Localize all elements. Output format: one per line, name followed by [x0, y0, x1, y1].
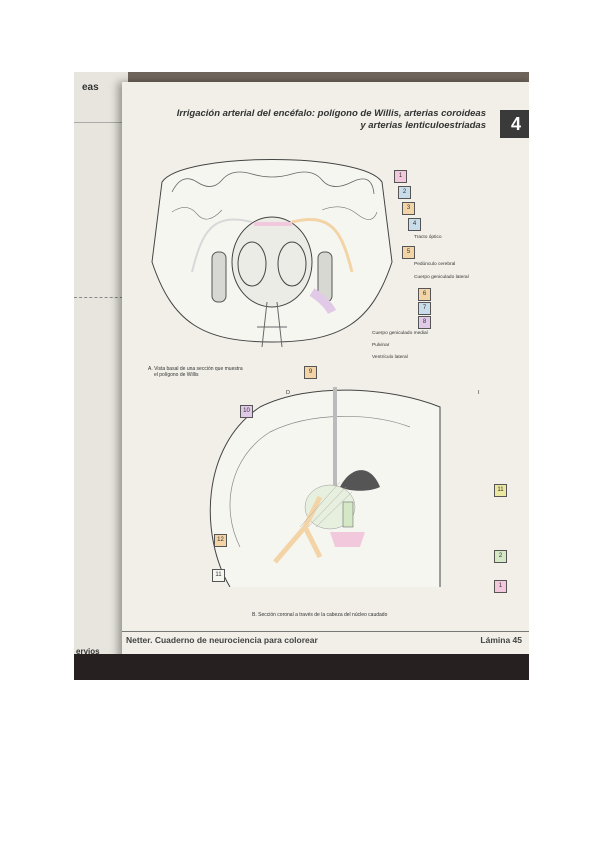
letter-d: D: [286, 390, 290, 396]
left-page-header: eas: [82, 82, 99, 93]
figure-b-caption: B. Sección coronal a través de la cabeza…: [252, 612, 387, 618]
page-footer: Netter. Cuaderno de neurociencia para co…: [122, 631, 529, 648]
letter-i: I: [478, 390, 480, 396]
callout-8: 8: [418, 316, 431, 329]
figure-a-caption: A. Vista basal de una sección que muestr…: [148, 366, 243, 378]
label-optic-tract: Tracto óptico: [414, 235, 442, 240]
dark-surface: [74, 654, 529, 680]
callout-5: 5: [402, 246, 415, 259]
callout-9: 9: [304, 366, 317, 379]
callout-10: 10: [240, 405, 253, 418]
callout-1b: 1: [494, 580, 507, 593]
title-line-1: Irrigación arterial del encéfalo: polígo…: [177, 108, 486, 120]
callout-11b: 11: [212, 569, 225, 582]
label-pulvinar: Pulvinar: [372, 343, 389, 348]
divider: [74, 122, 128, 123]
callout-6: 6: [418, 288, 431, 301]
photo-background: eas ervios Irrigación arterial del encéf…: [74, 72, 529, 680]
title-line-2: y arterias lenticuloestriadas: [177, 120, 486, 132]
label-lateral-ventricle: Ventrículo lateral: [372, 355, 408, 360]
plate-number: Lámina 45: [480, 635, 522, 645]
callout-2: 2: [398, 186, 411, 199]
callout-4: 4: [408, 218, 421, 231]
callout-12: 12: [214, 534, 227, 547]
callout-3: 3: [402, 202, 415, 215]
callout-1: 1: [394, 170, 407, 183]
page: Irrigación arterial del encéfalo: polígo…: [122, 82, 529, 680]
page-title: Irrigación arterial del encéfalo: polígo…: [177, 108, 486, 132]
label-lateral-geniculate: Cuerpo geniculado lateral: [414, 275, 469, 280]
chapter-number: 4: [500, 110, 529, 138]
book-title: Netter. Cuaderno de neurociencia para co…: [126, 635, 318, 645]
callout-2b: 2: [494, 550, 507, 563]
callout-7: 7: [418, 302, 431, 315]
label-cerebral-peduncle: Pedúnculo cerebral: [414, 262, 455, 267]
divider: [74, 297, 128, 298]
callout-11: 11: [494, 484, 507, 497]
figure-a-illustration: [142, 152, 402, 352]
left-page: eas ervios: [74, 72, 128, 680]
label-medial-geniculate: Cuerpo geniculado medial: [372, 331, 428, 336]
figure-a-caption-line-2: el polígono de Willis: [148, 372, 243, 378]
